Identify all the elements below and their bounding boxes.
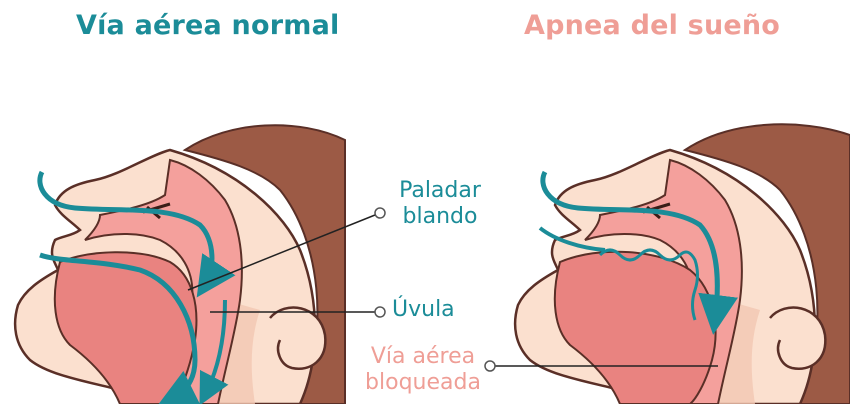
- blocked-airway-label-line2: bloqueada: [356, 370, 490, 396]
- soft-palate-label-line2: blando: [388, 204, 492, 230]
- soft-palate-label: Paladar blando: [388, 178, 492, 230]
- uvula-label: Úvula: [392, 297, 455, 323]
- blocked-airway-label: Vía aérea bloqueada: [356, 344, 490, 396]
- uvula-callout-dot: [375, 307, 385, 317]
- tongue-shape: [55, 252, 197, 404]
- normal-airway-head: [15, 125, 345, 404]
- blocked-airway-label-line1: Vía aérea: [356, 344, 490, 370]
- soft-palate-label-line1: Paladar: [388, 178, 492, 204]
- sleep-apnea-title: Apnea del sueño: [524, 10, 780, 41]
- normal-airway-title: Vía aérea normal: [76, 10, 339, 41]
- apnea-airway-head: [515, 124, 850, 404]
- paladar-callout-dot: [375, 208, 385, 218]
